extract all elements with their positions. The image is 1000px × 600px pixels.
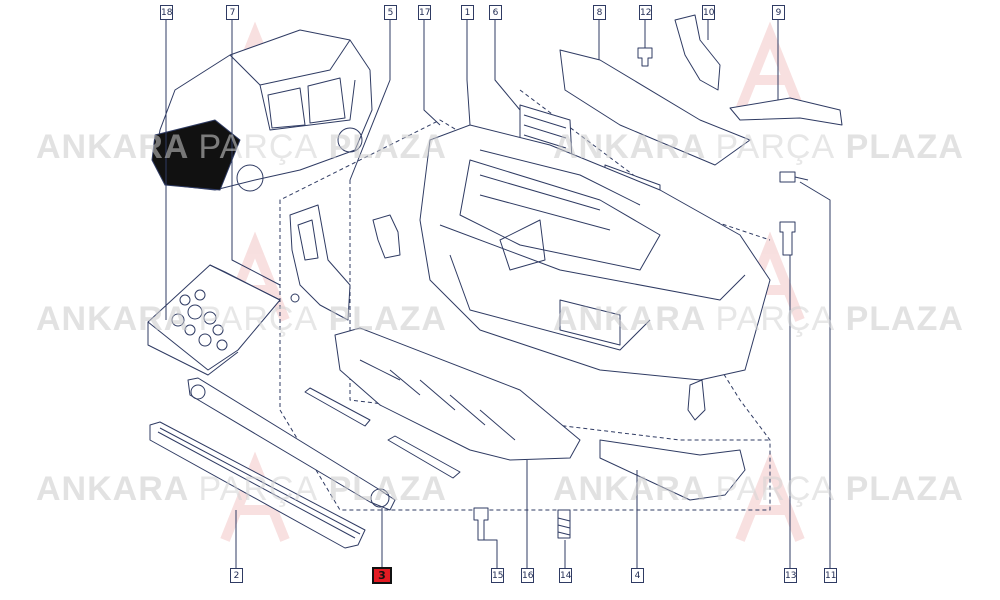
callout-5[interactable]: 5 bbox=[384, 5, 397, 20]
callout-13[interactable]: 13 bbox=[784, 568, 797, 583]
screw-11 bbox=[779, 171, 809, 183]
headlight-bracket-9 bbox=[729, 97, 843, 126]
watermark-row-1: ANKARA PARÇA PLAZA bbox=[36, 128, 447, 166]
callout-18[interactable]: 18 bbox=[160, 5, 173, 20]
fog-grille-bar bbox=[187, 377, 396, 511]
underbody-panel bbox=[334, 327, 581, 461]
callout-16[interactable]: 16 bbox=[521, 568, 534, 583]
screw-15 bbox=[473, 507, 489, 541]
headlight-bracket-10 bbox=[674, 14, 721, 91]
bumper-cover bbox=[419, 124, 771, 381]
callout-1[interactable]: 1 bbox=[461, 5, 474, 20]
callout-4[interactable]: 4 bbox=[631, 568, 644, 583]
watermark-row-1b: ANKARA PARÇA PLAZA bbox=[553, 128, 964, 166]
lower-grille bbox=[149, 421, 366, 549]
watermark-row-3b: ANKARA PARÇA PLAZA bbox=[553, 470, 964, 508]
leader-lines bbox=[165, 18, 831, 568]
small-bracket bbox=[687, 379, 706, 421]
callout-15[interactable]: 15 bbox=[491, 568, 504, 583]
callout-10[interactable]: 10 bbox=[702, 5, 715, 20]
callout-11[interactable]: 11 bbox=[824, 568, 837, 583]
side-bracket bbox=[289, 204, 351, 321]
top-trim-panel bbox=[559, 49, 751, 166]
callout-6[interactable]: 6 bbox=[489, 5, 502, 20]
callout-3-highlighted[interactable]: 3 bbox=[372, 567, 392, 584]
lower-strip-right bbox=[387, 435, 461, 479]
callout-2[interactable]: 2 bbox=[230, 568, 243, 583]
callout-9[interactable]: 9 bbox=[772, 5, 785, 20]
callout-12[interactable]: 12 bbox=[639, 5, 652, 20]
clip-kit-box bbox=[147, 264, 281, 376]
screw-13 bbox=[779, 221, 796, 256]
lower-strip-left bbox=[304, 387, 371, 427]
watermark-row-2b: ANKARA PARÇA PLAZA bbox=[553, 300, 964, 338]
push-clip bbox=[637, 47, 653, 67]
callout-17[interactable]: 17 bbox=[418, 5, 431, 20]
corner-trim bbox=[599, 439, 746, 501]
screw-14 bbox=[557, 509, 571, 539]
car-thumbnail bbox=[151, 29, 373, 192]
callout-7[interactable]: 7 bbox=[226, 5, 239, 20]
callout-8[interactable]: 8 bbox=[593, 5, 606, 20]
callout-14[interactable]: 14 bbox=[559, 568, 572, 583]
watermark-row-3: ANKARA PARÇA PLAZA bbox=[36, 470, 447, 508]
bracket-17 bbox=[372, 214, 401, 259]
watermark-row-2: ANKARA PARÇA PLAZA bbox=[36, 300, 447, 338]
